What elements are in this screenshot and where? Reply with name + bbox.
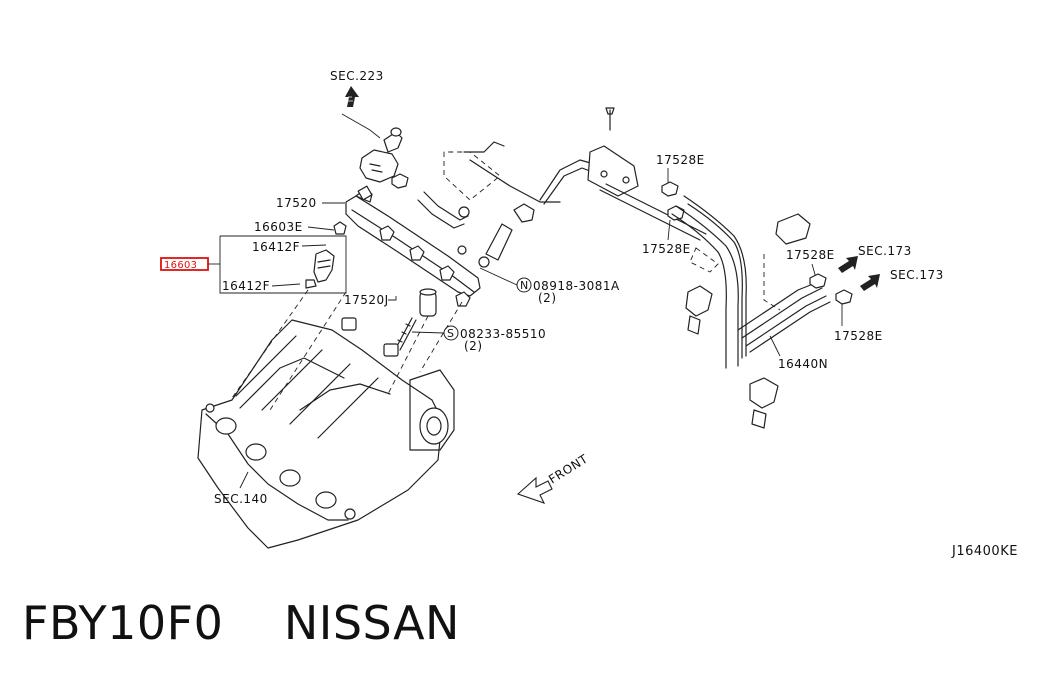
dashed-guide-3 [387, 315, 429, 395]
arrow-sec-173-b [860, 274, 880, 291]
callout-box [219, 235, 347, 294]
dashed-box-hose [443, 151, 501, 201]
tube-clamp-left [685, 285, 713, 335]
label-front: FRONT [546, 452, 590, 487]
clip-17528e-3 [809, 273, 827, 289]
arrow-sec-223 [345, 86, 359, 107]
label-sec-173-a[interactable]: SEC.173 [858, 244, 912, 258]
label-17520j[interactable]: 17520J [344, 293, 389, 307]
clip-17528e-2 [667, 205, 685, 221]
label-sec-223[interactable]: SEC.223 [330, 69, 384, 83]
front-direction-arrow [516, 476, 553, 504]
label-16412f-bottom[interactable]: 16412F [222, 279, 270, 293]
label-17528e-4[interactable]: 17528E [834, 329, 883, 343]
label-16603-highlight: 16603 [164, 260, 197, 271]
n-symbol: N [520, 279, 528, 292]
fuel-hose-center [417, 191, 535, 261]
label-sec-140[interactable]: SEC.140 [214, 492, 268, 506]
connector-right [775, 213, 811, 245]
diagram-reference-code: J16400KE [952, 544, 1018, 559]
intake-manifold [197, 317, 455, 549]
bolt-callout[interactable]: S 08233-85510 (2) [443, 325, 546, 353]
damper-17520j [419, 288, 437, 317]
tube-clamp-bottom [749, 377, 779, 429]
fuel-damper [359, 127, 409, 189]
label-sec-173-b[interactable]: SEC.173 [890, 268, 944, 282]
fuel-rail [345, 185, 490, 307]
label-17528e-3[interactable]: 17528E [786, 248, 835, 262]
clip-16603e [333, 221, 347, 235]
part-title: FBY10F0 NISSAN [22, 596, 460, 650]
label-08918-3081a: 08918-3081A [533, 279, 620, 293]
label-17528e-1[interactable]: 17528E [656, 153, 705, 167]
stud-bolt [395, 317, 417, 351]
dashed-guide-1 [231, 289, 309, 399]
clip-17528e-4 [835, 289, 853, 305]
label-17528e-2[interactable]: 17528E [642, 242, 691, 256]
label-08233-85510: 08233-85510 [460, 327, 546, 341]
dashed-guide-right [763, 254, 781, 311]
dashed-guide-4 [419, 301, 463, 373]
fuel-pipe-bracket [463, 107, 707, 241]
label-08233-qty: (2) [464, 339, 483, 353]
fuel-tube-16440n [671, 195, 831, 369]
fuel-injector [305, 249, 335, 289]
label-16603e[interactable]: 16603E [254, 220, 303, 234]
clip-17528e-1 [661, 181, 679, 197]
label-08918-qty: (2) [538, 291, 557, 305]
dashed-clip-guide [689, 247, 719, 273]
nut-callout[interactable]: N 08918-3081A (2) [516, 277, 620, 305]
arrow-sec-173-a [838, 256, 858, 273]
label-16412f-top[interactable]: 16412F [252, 240, 300, 254]
label-17520[interactable]: 17520 [276, 196, 317, 210]
highlight-16603[interactable]: 16603 [160, 257, 209, 271]
s-symbol: S [447, 327, 454, 340]
label-16440n[interactable]: 16440N [778, 357, 828, 371]
